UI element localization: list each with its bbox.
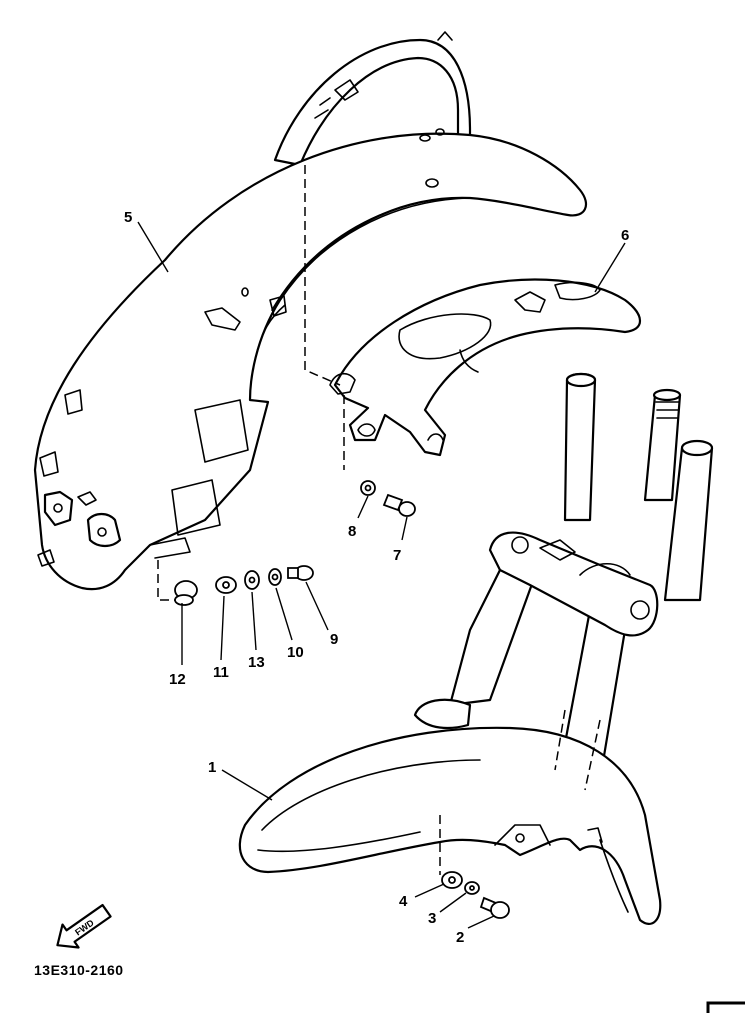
fender-brace-part-6 [329, 278, 642, 457]
callout-1: 1 [208, 759, 216, 776]
front-fender-part-1 [238, 726, 662, 925]
callout-9: 9 [330, 631, 338, 648]
washer-part-4 [441, 871, 463, 889]
bolt-part-9 [287, 565, 314, 581]
front-fork-assembly [413, 372, 714, 782]
rear-fender-part-5 [33, 31, 588, 591]
callout-10: 10 [287, 644, 304, 661]
callout-12: 12 [169, 671, 186, 688]
callout-11: 11 [213, 664, 229, 681]
bolt-part-2 [479, 896, 510, 919]
washer-part-3 [464, 881, 480, 895]
page-corner-mark [706, 1001, 745, 1013]
drawing-code: 13E310-2160 [34, 962, 124, 978]
callout-2: 2 [456, 929, 464, 946]
bolt-part-7 [382, 493, 416, 517]
washer-part-8 [360, 480, 376, 496]
callout-3: 3 [428, 910, 436, 927]
grommet-part-12 [174, 580, 198, 606]
callout-8: 8 [348, 523, 356, 540]
callout-4: 4 [399, 893, 408, 910]
callout-labels: 5 6 8 7 9 10 13 11 12 1 4 3 2 [124, 209, 629, 946]
leader-lines [137, 221, 626, 929]
assembly-lines [157, 165, 601, 875]
fwd-arrow-icon: FWD [56, 903, 112, 949]
callout-5: 5 [124, 209, 132, 226]
hardware [174, 480, 510, 919]
callout-13: 13 [248, 654, 265, 671]
washer-part-10 [268, 568, 282, 586]
callout-6: 6 [621, 227, 629, 244]
callout-7: 7 [393, 547, 401, 564]
washer-part-13 [244, 570, 260, 590]
collar-part-11 [215, 576, 237, 594]
